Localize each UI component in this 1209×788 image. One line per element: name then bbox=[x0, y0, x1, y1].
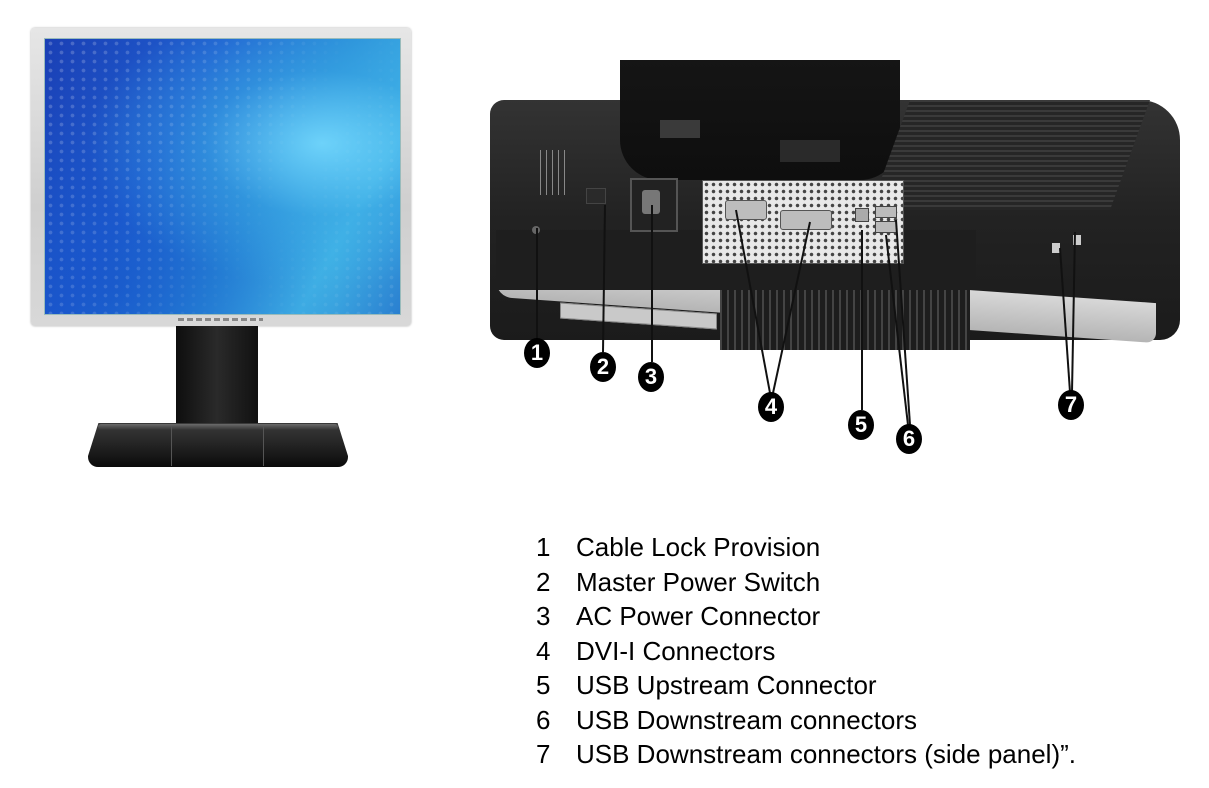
dvi-connector bbox=[725, 200, 767, 220]
legend-number: 6 bbox=[536, 704, 551, 735]
base-highlight bbox=[98, 424, 338, 430]
callout-badge-4: 4 bbox=[758, 392, 784, 422]
callout-badge-5: 5 bbox=[848, 410, 874, 440]
leader-line-7b bbox=[1071, 231, 1076, 393]
legend-number: 2 bbox=[536, 566, 551, 597]
leader-line-6b bbox=[895, 219, 911, 426]
hinge bbox=[660, 120, 700, 138]
callout-badge-7: 7 bbox=[1058, 390, 1084, 420]
leader-line-4a bbox=[735, 209, 771, 394]
callout-badge-3: 3 bbox=[638, 362, 664, 392]
legend-item: 7 USB Downstream connectors (side panel)”… bbox=[536, 737, 1186, 772]
leader-line-6a bbox=[885, 234, 909, 426]
connector-legend: 1 Cable Lock Provision 2 Master Power Swit… bbox=[536, 530, 1186, 772]
legend-number: 5 bbox=[536, 670, 551, 700]
legend-number: 7 bbox=[536, 739, 551, 769]
legend-item: 3 AC Power Connector bbox=[536, 599, 1186, 634]
legend-item: 5 USB Upstream Connector bbox=[536, 668, 1186, 703]
legend-label: AC Power Connector bbox=[576, 601, 821, 631]
legend-label: USB Upstream Connector bbox=[576, 670, 877, 700]
leader-line-2 bbox=[602, 204, 606, 353]
base-seam bbox=[263, 426, 264, 466]
side-usb-port bbox=[1052, 243, 1060, 253]
legend-label: USB Downstream connectors bbox=[576, 704, 918, 735]
ac-power-socket bbox=[642, 190, 660, 214]
legend-number: 1 bbox=[536, 532, 551, 562]
master-power-switch bbox=[586, 188, 606, 204]
usb-downstream-port bbox=[875, 206, 897, 218]
legend-label: Master Power Switch bbox=[576, 566, 821, 597]
legend-number: 3 bbox=[536, 601, 551, 631]
legend-label: Cable Lock Provision bbox=[576, 532, 821, 562]
legend-item: 6 USB Downstream connectors bbox=[536, 703, 1186, 738]
callout-badge-1: 1 bbox=[524, 338, 550, 368]
legend-label: DVI-I Connectors bbox=[576, 635, 776, 666]
dvi-connector bbox=[780, 210, 832, 230]
monitor-stand-base bbox=[88, 423, 348, 467]
legend-label: USB Downstream connectors (side panel)”. bbox=[576, 739, 1076, 769]
leader-line-4b bbox=[772, 221, 811, 394]
legend-item: 2 Master Power Switch bbox=[536, 565, 1186, 600]
leader-line-7a bbox=[1059, 247, 1071, 393]
callout-badge-6: 6 bbox=[896, 424, 922, 454]
bezel-buttons bbox=[178, 318, 263, 321]
monitor-front-view bbox=[28, 26, 413, 476]
legend-item: 1 Cable Lock Provision bbox=[536, 530, 1186, 565]
side-usb-port bbox=[1073, 235, 1081, 245]
base-seam bbox=[171, 426, 172, 466]
monitor-stand-neck bbox=[176, 326, 258, 436]
bottom-vent bbox=[720, 290, 970, 350]
monitor-screen bbox=[44, 38, 401, 315]
hinge bbox=[780, 140, 840, 162]
side-vent bbox=[540, 150, 570, 195]
callout-badge-2: 2 bbox=[590, 352, 616, 382]
legend-number: 4 bbox=[536, 635, 551, 666]
legend-item: 4 DVI-I Connectors bbox=[536, 634, 1186, 669]
usb-upstream-port bbox=[855, 208, 869, 222]
